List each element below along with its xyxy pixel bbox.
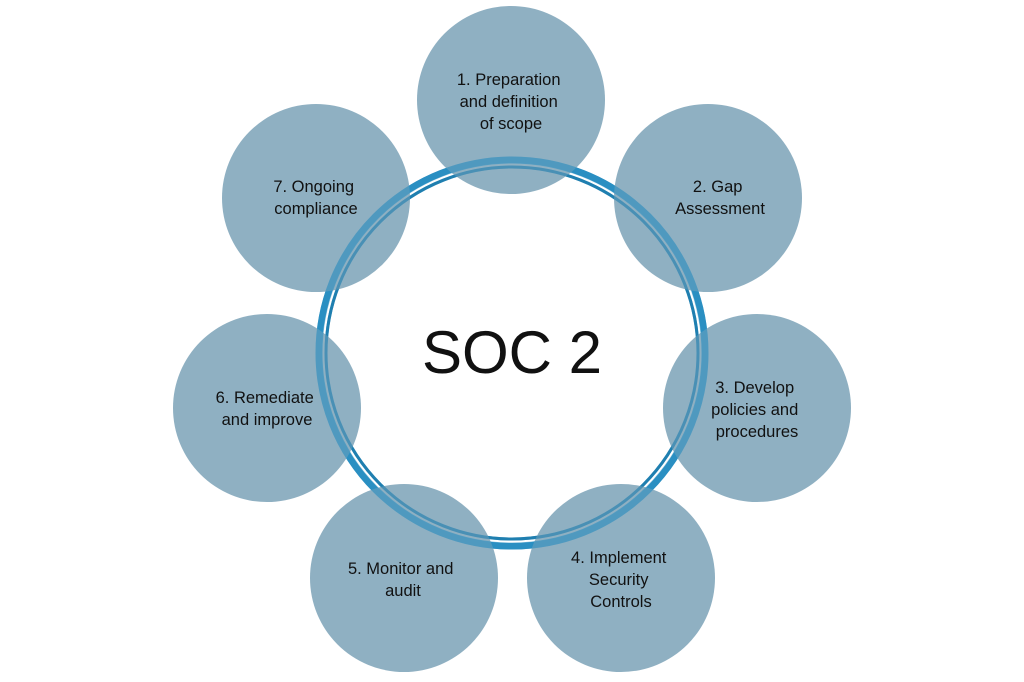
step-label-4: 4. Implement Security Controls (571, 549, 671, 611)
step-node-1: 1. Preparation and definition of scope (417, 6, 605, 194)
step-label-6: 6. Remediate and improve (216, 389, 319, 429)
step-circle-4 (527, 484, 715, 672)
step-label-7: 7. Ongoing compliance (273, 178, 358, 218)
step-label-5: 5. Monitor and audit (348, 560, 458, 600)
step-circle-7 (222, 104, 410, 292)
step-circles: 1. Preparation and definition of scope 2… (173, 6, 851, 672)
step-circle-5 (310, 484, 498, 672)
step-node-2: 2. Gap Assessment (614, 104, 802, 292)
ring-overlay (315, 156, 709, 550)
step-node-5: 5. Monitor and audit (310, 484, 498, 672)
step-node-7: 7. Ongoing compliance (222, 104, 410, 292)
step-circle-2 (614, 104, 802, 292)
step-label-1: 1. Preparation and definition of scope (457, 71, 565, 133)
step-label-3: 3. Develop policies and procedures (711, 379, 803, 441)
ring-overlay-outer (315, 156, 709, 550)
ring-overlay-inner (324, 165, 700, 541)
step-circle-6 (173, 314, 361, 502)
center-title: SOC 2 (422, 319, 602, 386)
step-node-4: 4. Implement Security Controls (527, 484, 715, 672)
step-circle-1 (417, 6, 605, 194)
step-label-2: 2. Gap Assessment (675, 178, 765, 218)
step-node-6: 6. Remediate and improve (173, 314, 361, 502)
step-circle-3 (663, 314, 851, 502)
step-node-3: 3. Develop policies and procedures (663, 314, 851, 502)
